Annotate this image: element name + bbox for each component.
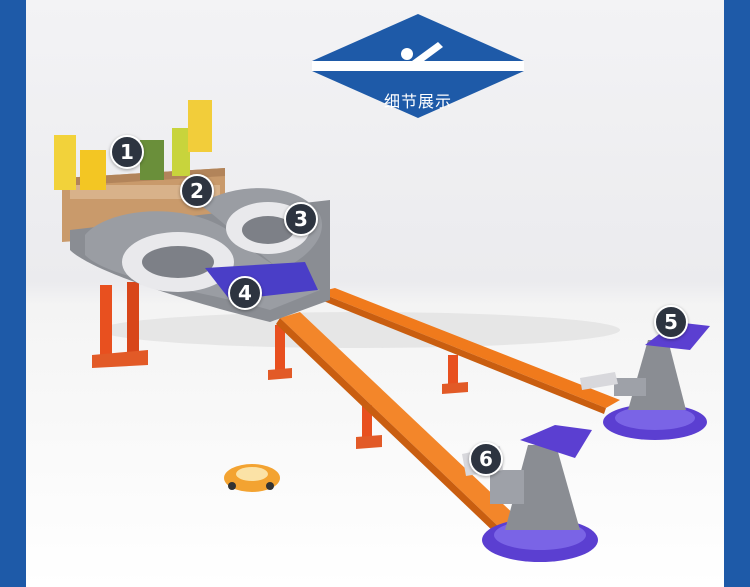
- orange-tracks: [276, 288, 620, 534]
- toy-car: [224, 464, 280, 492]
- left-frame-bar: [0, 0, 26, 587]
- ball-icon: [401, 48, 413, 60]
- detail-marker-3: 3: [284, 202, 318, 236]
- header-title: 细节展示: [383, 92, 452, 111]
- header-banner-shape: [312, 14, 524, 118]
- detail-marker-6: 6: [469, 442, 503, 476]
- section-header: 细节展示: [312, 14, 524, 118]
- detail-marker-4: 4: [228, 276, 262, 310]
- support-legs: [92, 282, 468, 449]
- detail-marker-2: 2: [180, 174, 214, 208]
- launcher-6: [462, 425, 598, 562]
- product-photo: 细节展示 1 2 3 4 5 6: [26, 0, 724, 587]
- right-frame-bar: [724, 0, 750, 587]
- launcher-5: [580, 322, 710, 440]
- ramp-ball-icon: [412, 42, 443, 61]
- detail-marker-1: 1: [110, 135, 144, 169]
- detail-marker-5: 5: [654, 305, 688, 339]
